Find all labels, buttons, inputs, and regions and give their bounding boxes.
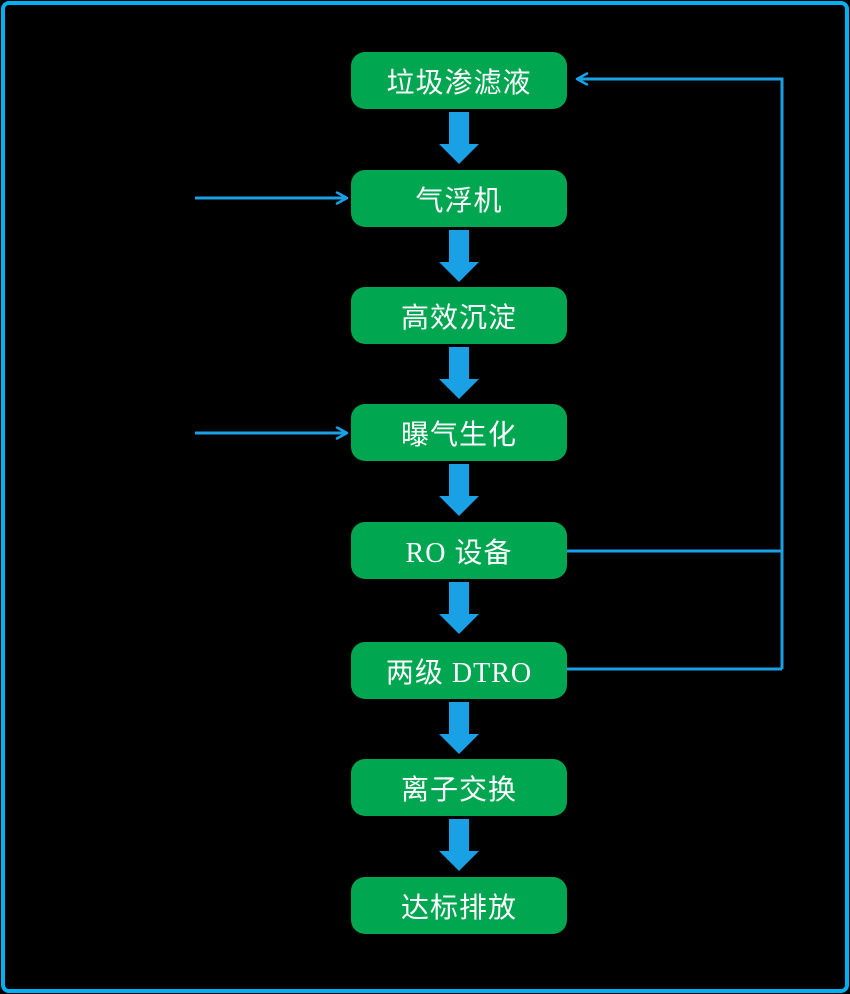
- down-arrow-icon: [439, 464, 479, 516]
- down-arrow-icon: [439, 702, 479, 754]
- down-arrow-icon: [439, 230, 479, 282]
- node-aeration-biochemical: 曝气生化: [351, 404, 567, 461]
- node-two-stage-dtro: 两级 DTRO: [351, 642, 567, 699]
- node-ro-equipment: RO 设备: [351, 522, 567, 579]
- node-leachate: 垃圾渗滤液: [351, 52, 567, 109]
- feedback-return-arrow-to-leachate: [578, 79, 784, 669]
- node-compliant-discharge: 达标排放: [351, 877, 567, 934]
- down-arrow-icon: [439, 819, 479, 871]
- node-high-efficiency-sedimentation: 高效沉淀: [351, 287, 567, 344]
- node-air-flotation: 气浮机: [351, 170, 567, 227]
- down-arrow-icon: [439, 112, 479, 164]
- down-arrow-icon: [439, 347, 479, 399]
- node-ion-exchange: 离子交换: [351, 759, 567, 816]
- down-arrow-icon: [439, 582, 479, 634]
